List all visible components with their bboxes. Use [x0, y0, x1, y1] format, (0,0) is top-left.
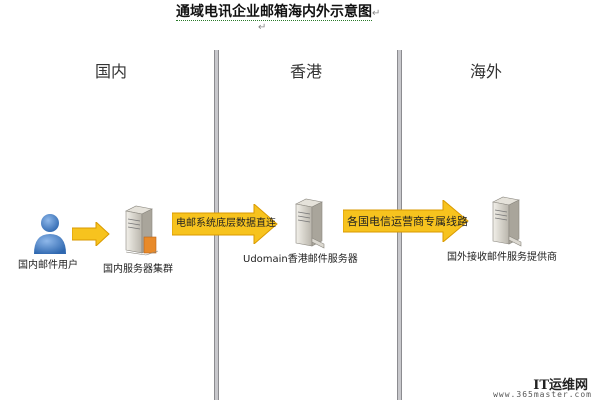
watermark-url: www.365master.com [493, 390, 592, 399]
hk-server-icon [295, 198, 325, 249]
paragraph-mark: ↵ [258, 22, 267, 33]
title-text: 通域电讯企业邮箱海内外示意图 [176, 4, 372, 21]
title-paragraph-mark: ↵ [372, 8, 381, 19]
overseas-server-icon [492, 196, 522, 247]
region-label-hongkong: 香港 [290, 62, 323, 81]
link-label-carrier: 各国电信运营商专属线路 [347, 215, 468, 228]
diagram-title: 通域电讯企业邮箱海内外示意图↵ [176, 1, 380, 21]
node-label-user: 国内邮件用户 [18, 260, 78, 271]
user-icon [34, 214, 66, 254]
region-label-domestic: 国内 [95, 62, 128, 81]
arrow-carrier-link [343, 200, 469, 242]
arrow-user-to-cluster [72, 222, 110, 246]
node-label-hk-server: Udomain香港邮件服务器 [243, 254, 358, 265]
region-label-overseas: 海外 [470, 62, 503, 81]
node-label-server-cluster: 国内服务器集群 [103, 264, 173, 275]
server-cluster-icon [125, 205, 159, 256]
watermark-brand: IT运维网 [533, 378, 588, 393]
link-label-direct: 电邮系统底层数据直连 [176, 218, 276, 229]
arrow-direct-link [172, 204, 278, 244]
node-label-overseas-provider: 国外接收邮件服务提供商 [447, 252, 557, 263]
